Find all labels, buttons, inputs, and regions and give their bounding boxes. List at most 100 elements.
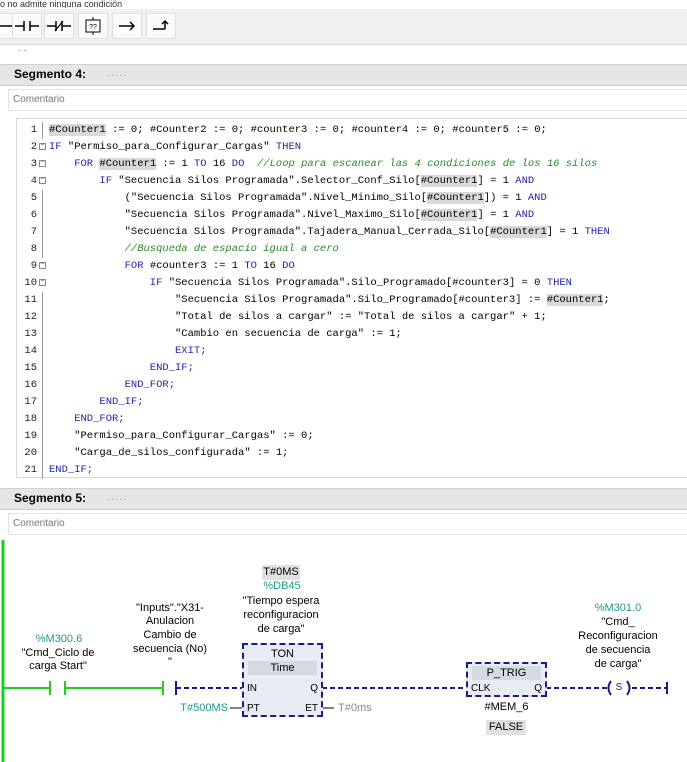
code-line[interactable]: 5("Secuencia Silos Programada".Nivel_Min… xyxy=(17,190,687,207)
code-line[interactable]: 10−IF "Secuencia Silos Programada".Silo_… xyxy=(17,275,687,292)
fold-guide xyxy=(42,411,43,428)
ptrig-box[interactable]: P_TRIG CLK Q xyxy=(466,662,547,697)
code-text: "Carga_de_silos_configurada" := 1; xyxy=(74,445,288,462)
code-token: ]) = 1 xyxy=(483,192,528,204)
fold-toggle-icon[interactable]: − xyxy=(39,278,46,286)
code-token: #counter3 := 1 xyxy=(149,260,245,272)
fold-guide xyxy=(42,292,43,309)
code-line[interactable]: 1 #Counter1 := 0; #Counter2 := 0; #counte… xyxy=(17,122,687,139)
toolbar-open-branch-button[interactable] xyxy=(112,13,142,39)
fold-toggle-icon[interactable]: − xyxy=(39,142,46,150)
line-number: 1 xyxy=(30,124,37,136)
code-line[interactable]: 9−FOR #counter3 := 1 TO 16 DO xyxy=(17,258,687,275)
contact1-name-line2: carga Start" xyxy=(29,660,87,672)
code-text: ("Secuencia Silos Programada".Nivel_Mini… xyxy=(125,190,547,207)
toolbar-contact-nc-button[interactable] xyxy=(44,13,74,39)
timer-pt-value[interactable]: T#500MS xyxy=(180,702,228,714)
highlighted-token: #Counter1 xyxy=(490,226,547,238)
code-text: IF "Permiso_para_Configurar_Cargas" THEN xyxy=(49,139,301,156)
line-number: 7 xyxy=(30,226,37,238)
ptrig-mem[interactable]: #MEM_6 xyxy=(484,701,529,713)
ton-in-pin: IN xyxy=(247,683,257,694)
ladder-wires xyxy=(1,540,668,762)
ton-timer-box[interactable]: TON Time IN PT Q ET xyxy=(242,643,323,717)
segment-4-header[interactable]: Segmento 4: ..... xyxy=(0,64,687,86)
code-line[interactable]: 8//Busqueda de espacio igual a cero xyxy=(17,241,687,258)
fold-guide xyxy=(42,122,43,139)
code-comment: //Loop para escanear las 4 condiciones d… xyxy=(256,158,598,170)
line-number: 12 xyxy=(24,311,37,323)
code-line[interactable]: 12 "Total de silos a cargar" := "Total de… xyxy=(17,309,687,326)
code-line[interactable]: 20"Carga_de_silos_configurada" := 1; xyxy=(17,445,687,462)
segment-5-header[interactable]: Segmento 5: ..... xyxy=(0,488,687,510)
code-text: END_FOR; xyxy=(125,377,175,394)
keyword: AND xyxy=(515,209,535,221)
timer-et-value[interactable]: T#0ms xyxy=(338,702,372,714)
keyword: THEN xyxy=(584,226,610,238)
contact1-name-line1: "Cmd_Ciclo de xyxy=(21,647,95,659)
code-token: 16 xyxy=(256,260,283,272)
code-line[interactable]: 4−IF "Secuencia Silos Programada".Select… xyxy=(17,173,687,190)
code-line[interactable]: 3−FOR #Counter1 := 1 TO 16 DO //Loop par… xyxy=(17,156,687,173)
timer-name-line2: reconfiguracion xyxy=(243,609,319,621)
keyword: IF xyxy=(49,141,68,153)
scl-code-editor[interactable]: 1 #Counter1 := 0; #Counter2 := 0; #counte… xyxy=(16,118,687,479)
code-comment: //Busqueda de espacio igual a cero xyxy=(124,243,339,255)
code-token: := 0; #Counter2 := 0; #counter3 := 0; #c… xyxy=(105,124,547,136)
code-token: "Total de silos a cargar" := "Total de s… xyxy=(175,311,547,323)
code-line[interactable]: 13"Cambio en secuencia de carga" := 1; xyxy=(17,326,687,343)
line-number: 3 xyxy=(30,158,37,170)
fold-toggle-icon[interactable]: − xyxy=(39,261,46,269)
keyword: IF xyxy=(99,175,119,187)
line-number: 19 xyxy=(24,430,37,442)
keyword: THEN xyxy=(546,277,572,289)
code-text: "Secuencia Silos Programada".Nivel_Maxim… xyxy=(125,207,535,224)
code-line[interactable]: 6"Secuencia Silos Programada".Nivel_Maxi… xyxy=(17,207,687,224)
svg-text:??: ?? xyxy=(89,24,97,31)
fold-toggle-icon[interactable]: − xyxy=(39,159,46,167)
ton-et-pin: ET xyxy=(305,703,318,714)
previous-segment-text: o no admite ninguna condición xyxy=(0,0,123,8)
ptrig-clk-pin: CLK xyxy=(471,683,491,694)
highlighted-token: #Counter1 xyxy=(420,175,478,187)
coil-set-symbol[interactable]: S xyxy=(615,682,623,693)
code-text: END_FOR; xyxy=(74,411,124,428)
toolbar-close-branch-button[interactable] xyxy=(146,13,176,39)
contact1-address[interactable]: %M300.6 xyxy=(35,633,83,645)
timer-db-address[interactable]: %DB45 xyxy=(263,580,301,592)
line-number: 4 xyxy=(30,175,37,187)
fold-toggle-icon[interactable]: − xyxy=(39,176,46,184)
line-number: 10 xyxy=(24,277,37,289)
close-branch-icon xyxy=(153,19,169,30)
contact2-name-line4: secuencia (No) xyxy=(133,643,207,655)
toolbar-empty-box-button[interactable]: ?? xyxy=(78,13,108,39)
line-number: 2 xyxy=(30,141,37,153)
contact2-name-line1[interactable]: "Inputs"."X31- xyxy=(136,602,204,614)
code-token xyxy=(244,158,257,170)
fold-guide xyxy=(42,190,43,207)
keyword: END_FOR; xyxy=(74,413,125,425)
keyword: AND xyxy=(527,192,547,204)
code-line[interactable]: 2−IF "Permiso_para_Configurar_Cargas" TH… xyxy=(17,139,687,156)
toolbar-contact-no-button[interactable] xyxy=(12,13,42,39)
ton-subtype: Time xyxy=(248,661,317,675)
coil-address[interactable]: %M301.0 xyxy=(594,602,642,614)
code-text: #Counter1 := 0; #Counter2 := 0; #counter… xyxy=(49,122,547,139)
code-text: "Secuencia Silos Programada".Tajadera_Ma… xyxy=(125,224,610,241)
code-line[interactable]: 11"Secuencia Silos Programada".Silo_Prog… xyxy=(17,292,687,309)
code-line[interactable]: 7 "Secuencia Silos Programada".Tajadera_M… xyxy=(17,224,687,241)
segment-5-comment[interactable]: Comentario xyxy=(8,513,687,535)
segment-4-comment[interactable]: Comentario xyxy=(8,89,687,111)
code-line[interactable]: 19"Permiso_para_Configurar_Cargas" := 0; xyxy=(17,428,687,445)
fold-guide xyxy=(42,428,43,445)
segment-4-dots: ..... xyxy=(107,67,128,79)
segment-5-comment-text: Comentario xyxy=(13,518,65,529)
timer-preset-tag: T#0MS xyxy=(262,565,300,580)
code-token: ] = 1 xyxy=(477,209,516,221)
